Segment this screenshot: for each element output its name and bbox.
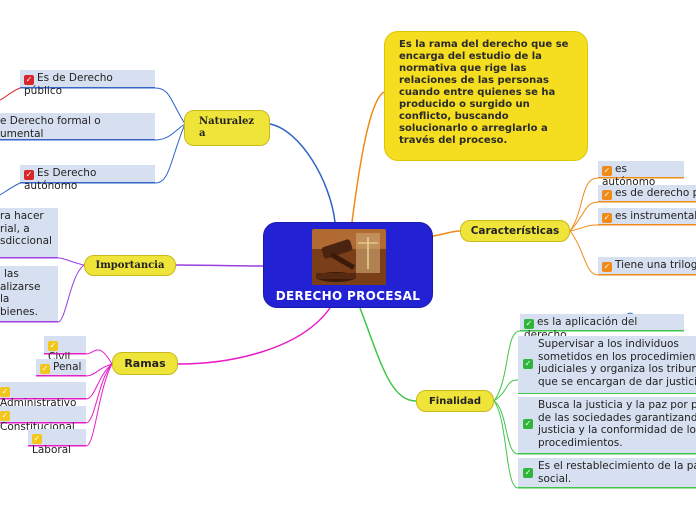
topic-finalidad[interactable]: Finalidad [416, 390, 494, 412]
importancia-item-1[interactable]: ra hacer rial, a sdiccional [0, 208, 58, 258]
topic-finalidad-label: Finalidad [428, 395, 482, 407]
topic-importancia[interactable]: Importancia [84, 255, 176, 276]
topic-ramas[interactable]: Ramas [112, 352, 178, 375]
orange-check-icon: ✓ [602, 190, 612, 200]
red-check-icon: ✓ [24, 170, 34, 180]
finalidad-item-1[interactable]: ✓es la aplicación del derecho [520, 314, 684, 341]
ramas-item-penal-label: Penal [53, 361, 82, 373]
importancia-item-1-line-1: ra hacer [0, 210, 44, 222]
topic-caracteristicas[interactable]: Características [460, 220, 570, 242]
finalidad-item-3[interactable]: ✓ Busca la justicia y la paz por pa de l… [518, 397, 696, 454]
orange-check-icon: ✓ [602, 262, 612, 272]
topic-ramas-label: Ramas [124, 357, 166, 370]
orange-check-icon: ✓ [602, 213, 612, 223]
yellow-check-icon: ✓ [32, 434, 42, 444]
topic-caracteristicas-label: Características [470, 225, 560, 237]
ramas-item-laboral-label: Laboral [32, 444, 72, 456]
ramas-item-administrativo[interactable]: ✓Administrativo [0, 382, 86, 409]
naturaleza-item-3-label: Es Derecho autónomo [24, 167, 97, 192]
importancia-item-1-line-3: sdiccional [0, 235, 52, 247]
finalidad-item-2[interactable]: ✓ Supervisar a los individuos sometidos … [518, 336, 696, 394]
gavel-image [312, 229, 386, 285]
finalidad-item-2-line-3: judiciales y organiza los tribuna [538, 363, 696, 375]
naturaleza-item-2[interactable]: e Derecho formal o umental [0, 113, 155, 140]
ramas-item-constitucional[interactable]: ✓Constitucional [0, 406, 86, 433]
importancia-item-1-line-2: rial, a [0, 222, 30, 235]
finalidad-item-3-line-1: Busca la justicia y la paz por pa [538, 399, 696, 411]
naturaleza-item-1-label: Es de Derecho público [24, 72, 113, 97]
green-check-icon: ✓ [523, 468, 533, 478]
orange-check-icon: ✓ [602, 166, 612, 176]
yellow-check-icon: ✓ [48, 341, 58, 351]
naturaleza-item-3[interactable]: ✓Es Derecho autónomo [20, 165, 155, 192]
finalidad-item-4-line-1: Es el restablecimiento de la paz [538, 460, 696, 472]
naturaleza-item-1[interactable]: ✓Es de Derecho público [20, 70, 155, 97]
yellow-check-icon: ✓ [0, 411, 10, 421]
importancia-item-2[interactable]: las alizarse la bienes. [0, 266, 58, 322]
finalidad-item-3-line-2: de las sociedades garantizando [538, 411, 696, 424]
importancia-item-2-line-4: bienes. [0, 305, 38, 318]
caracteristicas-item-1[interactable]: ✓es autónomo [598, 161, 684, 188]
caracteristicas-item-3[interactable]: ✓es instrumental. [598, 208, 696, 225]
caracteristicas-item-3-label: es instrumental. [615, 210, 696, 222]
finalidad-item-2-line-4: que se encargan de dar justicia [538, 375, 696, 388]
central-topic[interactable]: DERECHO PROCESAL [263, 222, 433, 308]
yellow-check-icon: ✓ [40, 364, 50, 374]
finalidad-item-3-line-4: procedimientos. [538, 436, 623, 449]
naturaleza-item-2-line-1: e Derecho formal o [0, 115, 101, 127]
caracteristicas-item-4[interactable]: ✓Tiene una trilogi [598, 257, 696, 275]
ramas-item-civil[interactable]: ✓Civil [44, 336, 86, 363]
finalidad-item-2-line-1: Supervisar a los individuos [538, 338, 679, 350]
green-check-icon: ✓ [523, 359, 533, 369]
caracteristicas-item-4-label: Tiene una trilogi [615, 259, 696, 271]
red-check-icon: ✓ [24, 75, 34, 85]
finalidad-item-4[interactable]: ✓ Es el restablecimiento de la paz socia… [518, 458, 696, 488]
finalidad-item-2-line-2: sometidos en los procedimiento [538, 350, 696, 363]
definition-text: Es la rama del derecho que se encarga de… [399, 39, 569, 146]
definition-topic[interactable]: Es la rama del derecho que se encarga de… [384, 31, 588, 161]
finalidad-item-3-line-3: justicia y la conformidad de los [538, 424, 696, 436]
caracteristicas-item-2-label: es de derecho p [615, 187, 696, 199]
yellow-check-icon: ✓ [0, 387, 10, 397]
finalidad-item-4-line-2: social. [538, 472, 572, 485]
green-check-icon: ✓ [524, 319, 534, 329]
caracteristicas-item-2[interactable]: ✓es de derecho p [598, 185, 696, 202]
topic-importancia-label: Importancia [95, 260, 165, 271]
importancia-item-2-line-1: las [4, 268, 19, 280]
ramas-item-laboral[interactable]: ✓Laboral [28, 429, 86, 456]
importancia-item-2-line-3: la [0, 293, 10, 305]
ramas-item-penal[interactable]: ✓Penal [36, 359, 86, 376]
central-title: DERECHO PROCESAL [275, 289, 421, 303]
naturaleza-item-2-line-2: umental [0, 127, 44, 140]
importancia-item-2-line-2: alizarse [0, 280, 41, 293]
green-check-icon: ✓ [523, 419, 533, 429]
